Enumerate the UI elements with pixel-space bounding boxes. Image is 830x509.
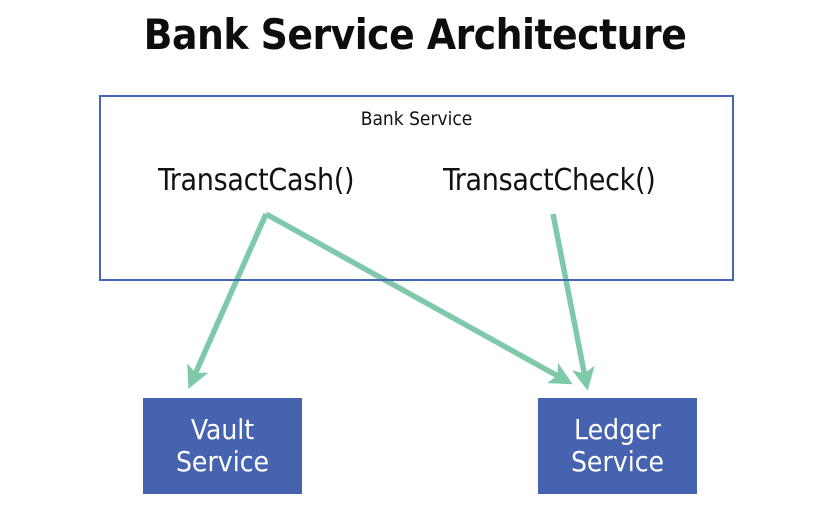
vault-service-line1: Vault — [190, 413, 255, 447]
operation-transactcheck: TransactCheck() — [443, 163, 656, 198]
ledger-service-line1: Ledger — [574, 413, 661, 447]
bank-service-label: Bank Service — [360, 108, 473, 130]
vault-service-line2: Service — [175, 445, 270, 478]
page-title: Bank Service Architecture — [143, 10, 687, 59]
ledger-service-line2: Service — [570, 445, 665, 478]
bank-service-container: Bank Service — [99, 95, 734, 281]
operation-transactcash: TransactCash() — [158, 163, 355, 198]
service-box-ledger: Ledger Service — [538, 398, 697, 494]
service-box-vault: Vault Service — [143, 398, 302, 494]
